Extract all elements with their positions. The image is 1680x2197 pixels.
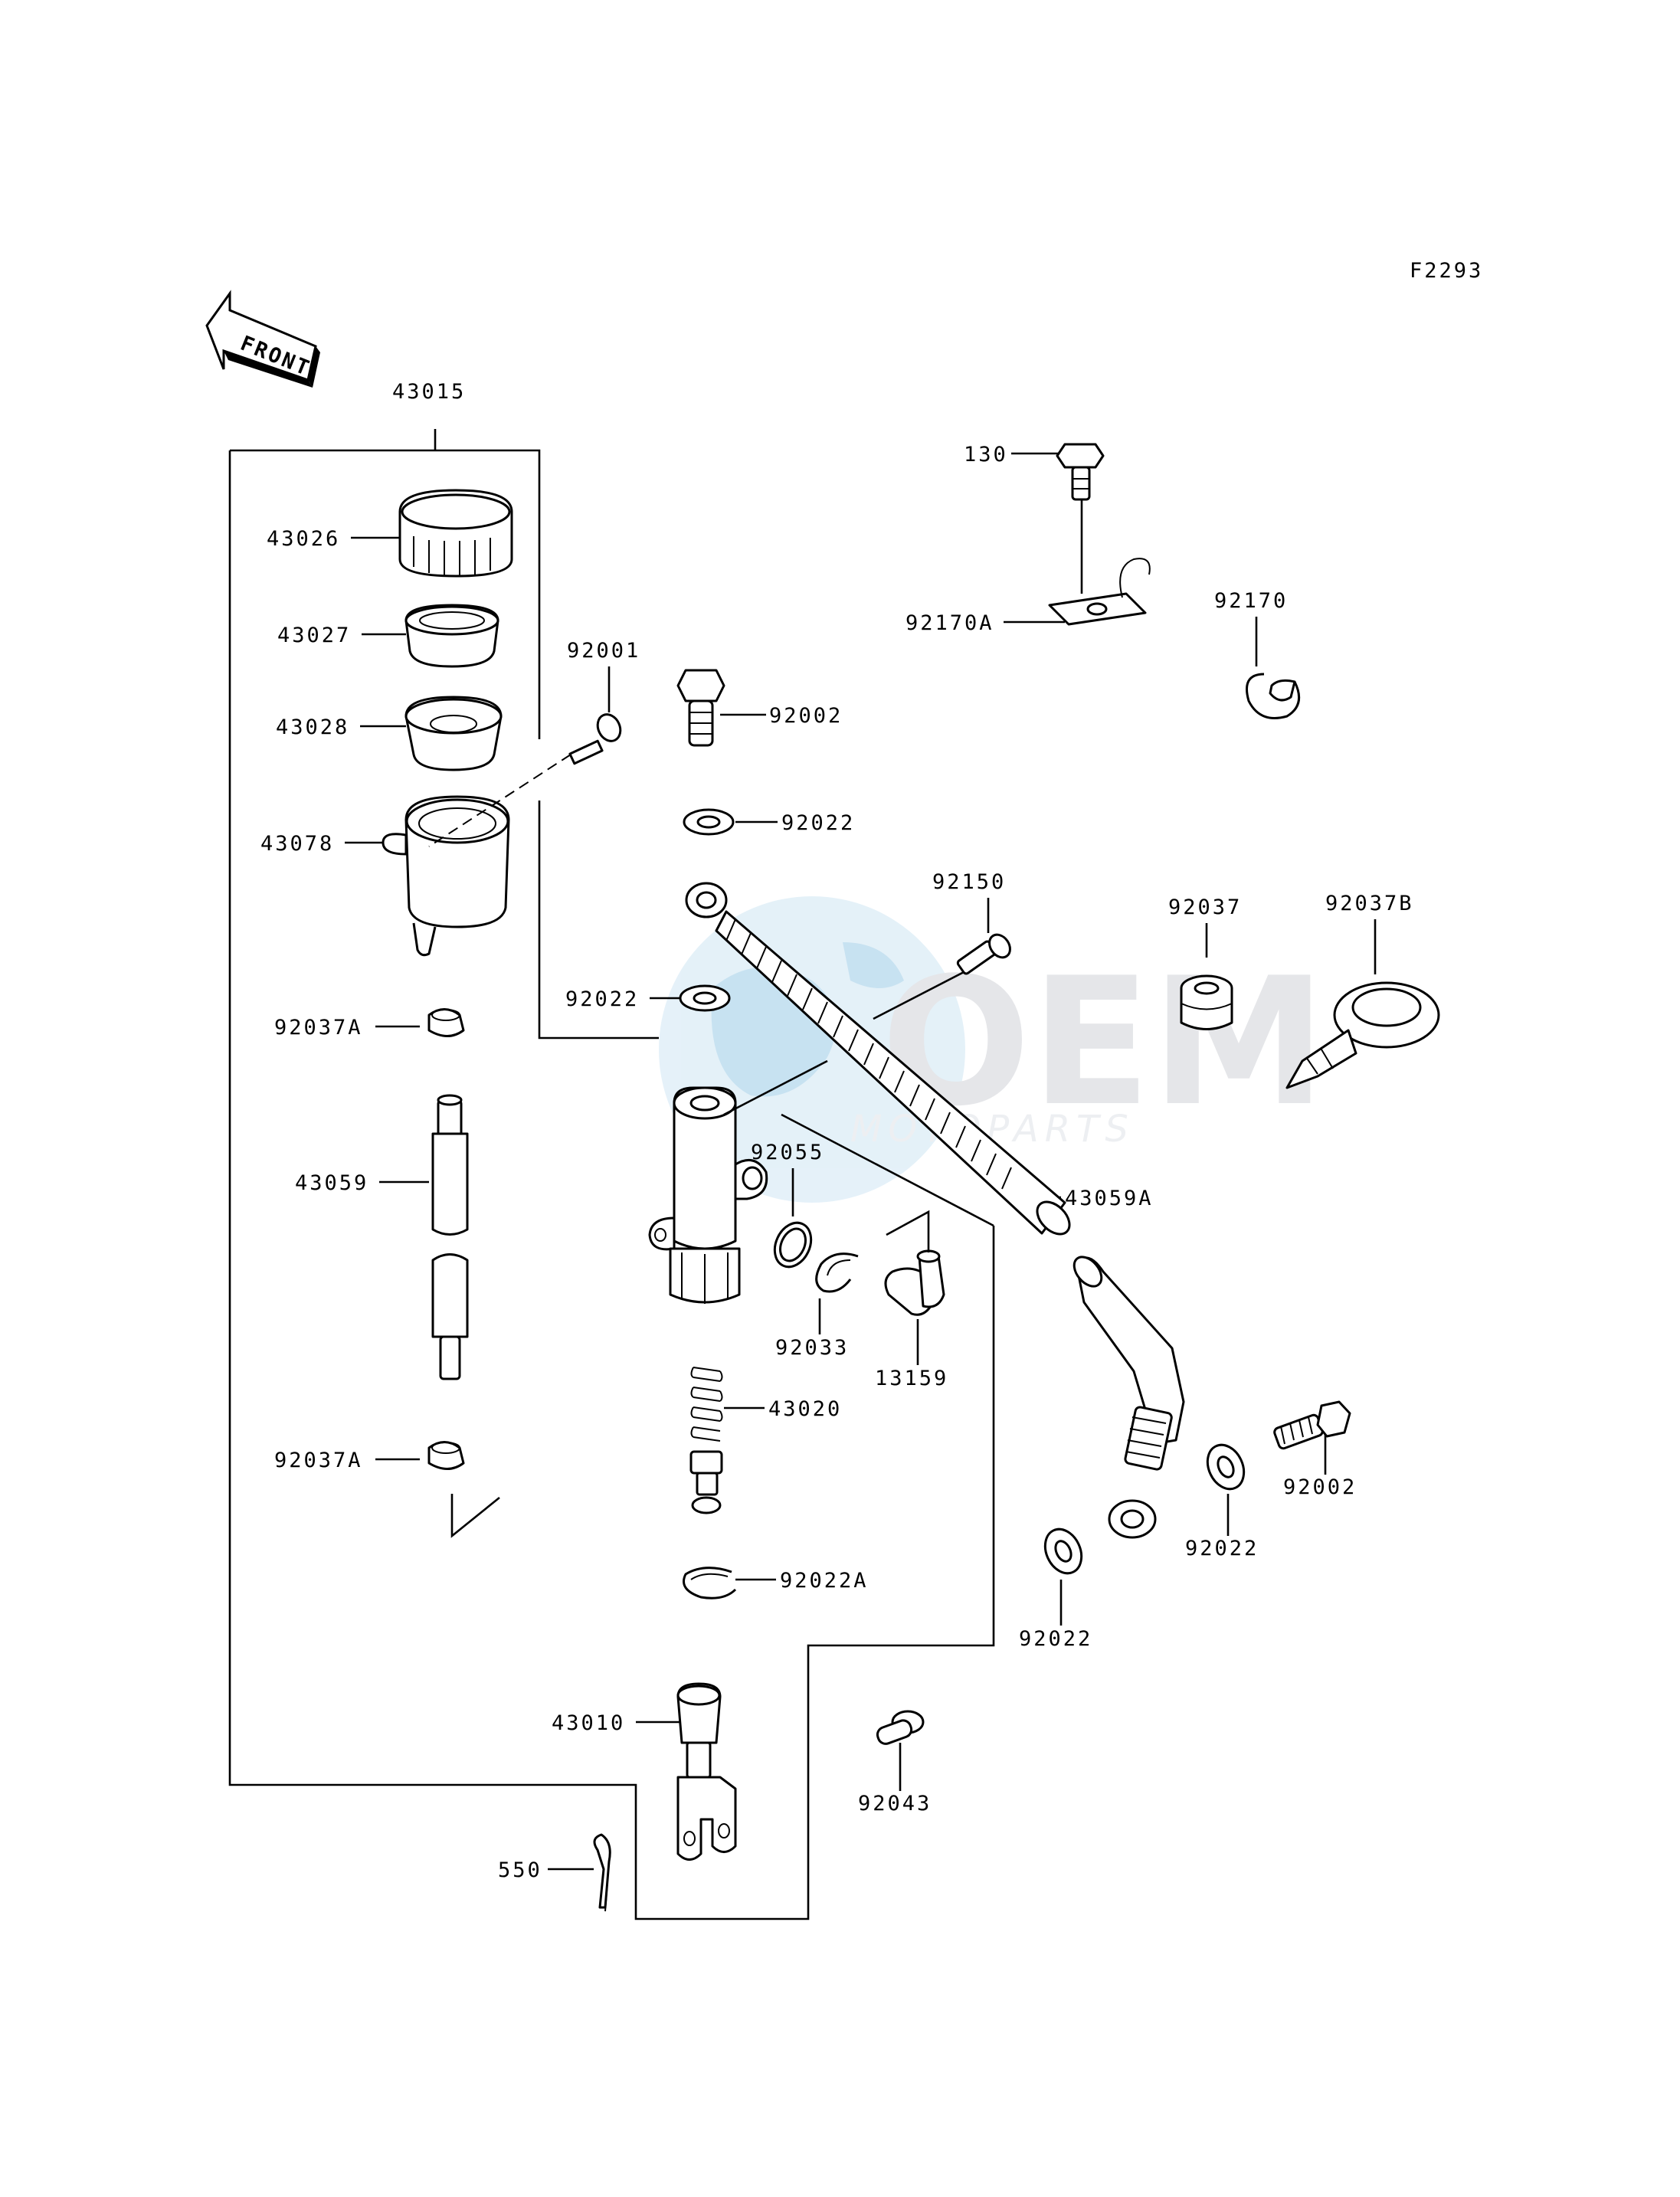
svg-text:43028: 43028	[276, 715, 349, 739]
label-92150: 92150	[932, 870, 1006, 933]
label-43028: 43028	[276, 715, 406, 739]
circlip-icon	[815, 1252, 859, 1293]
label-43015: 43015	[392, 380, 466, 404]
clevis-pin-icon	[876, 1710, 925, 1745]
reservoir-icon	[382, 795, 510, 957]
label-92037A-bottom: 92037A	[274, 1449, 420, 1472]
svg-text:92022: 92022	[781, 811, 855, 835]
label-92002-top: 92002	[720, 704, 843, 728]
label-43026: 43026	[267, 527, 400, 551]
svg-text:92022: 92022	[565, 987, 639, 1011]
svg-text:92033: 92033	[775, 1336, 849, 1360]
elbow-fitting-icon	[884, 1210, 945, 1316]
hose-guide-ring-icon	[1285, 981, 1440, 1089]
watermark-continents-icon	[711, 942, 904, 1097]
label-92022-mid: 92022	[565, 987, 682, 1011]
svg-text:92150: 92150	[932, 870, 1006, 894]
svg-text:43010: 43010	[552, 1711, 625, 1735]
svg-text:43027: 43027	[277, 624, 351, 647]
svg-text:13159: 13159	[875, 1367, 948, 1390]
svg-text:92037: 92037	[1168, 895, 1242, 919]
svg-text:92037B: 92037B	[1325, 892, 1414, 915]
svg-text:43015: 43015	[392, 380, 466, 404]
svg-text:43026: 43026	[267, 527, 340, 551]
washer-bottom-icon	[1043, 1527, 1083, 1575]
svg-text:92001: 92001	[567, 639, 640, 663]
clip-top-icon	[427, 1008, 465, 1037]
svg-text:92002: 92002	[769, 704, 843, 728]
svg-text:43078: 43078	[260, 832, 334, 856]
label-92037: 92037	[1168, 895, 1242, 958]
svg-text:92037A: 92037A	[274, 1016, 363, 1040]
svg-text:43059: 43059	[295, 1171, 368, 1195]
washer-icon	[683, 808, 735, 836]
assembly-bracket-43015	[228, 429, 995, 1920]
washer-mid-icon	[679, 984, 731, 1012]
svg-text:92022: 92022	[1185, 1537, 1259, 1560]
svg-text:130: 130	[964, 443, 1008, 467]
label-92022A: 92022A	[735, 1569, 869, 1593]
label-43059: 43059	[295, 1171, 429, 1195]
brake-hose-icon	[685, 882, 1185, 1539]
label-92170: 92170	[1214, 589, 1288, 666]
label-43078: 43078	[260, 832, 383, 856]
svg-text:92022A: 92022A	[780, 1569, 869, 1593]
label-92043: 92043	[858, 1743, 932, 1816]
label-92037B: 92037B	[1325, 892, 1414, 974]
front-arrow-icon: FRONT	[205, 290, 320, 388]
label-92022-bottom: 92022	[1019, 1580, 1092, 1651]
snap-ring-icon	[683, 1567, 737, 1599]
label-130: 130	[964, 443, 1063, 467]
grommet-icon	[1180, 974, 1233, 1030]
diaphragm-icon	[404, 696, 503, 771]
master-cylinder-body-icon	[648, 1059, 994, 1304]
reservoir-hose-icon	[431, 1094, 469, 1380]
svg-text:92037A: 92037A	[274, 1449, 363, 1472]
label-92022-top: 92022	[735, 811, 855, 835]
label-92001: 92001	[567, 639, 640, 712]
piston-spring-icon	[689, 1367, 723, 1514]
label-92055: 92055	[751, 1141, 824, 1216]
svg-text:92170: 92170	[1214, 589, 1288, 613]
svg-text:92170A: 92170A	[905, 611, 994, 635]
label-92037A-top: 92037A	[274, 1016, 420, 1040]
clamp-bracket-icon	[1048, 558, 1151, 626]
svg-text:43020: 43020	[768, 1397, 842, 1421]
clip-bottom-icon	[427, 1441, 500, 1538]
bolt-icon	[1056, 443, 1105, 594]
svg-text:92055: 92055	[751, 1141, 824, 1164]
svg-text:550: 550	[498, 1858, 542, 1882]
washer-right-icon	[1206, 1443, 1246, 1491]
svg-text:92043: 92043	[858, 1792, 932, 1816]
label-92002-right: 92002	[1283, 1431, 1357, 1499]
label-43010: 43010	[552, 1711, 680, 1735]
label-43020: 43020	[724, 1397, 842, 1421]
push-rod-icon	[676, 1682, 737, 1861]
hose-clip-icon	[1246, 673, 1301, 719]
svg-text:43059A: 43059A	[1065, 1187, 1154, 1210]
label-13159: 13159	[875, 1319, 948, 1390]
figure-code: F2293	[1410, 259, 1483, 283]
cotter-pin-icon	[593, 1833, 611, 1912]
svg-text:92022: 92022	[1019, 1627, 1092, 1651]
label-92170A: 92170A	[905, 611, 1065, 635]
banjo-bolt-right-icon	[1273, 1400, 1351, 1450]
diaphragm-plate-icon	[404, 604, 499, 668]
label-92022-right: 92022	[1185, 1494, 1259, 1560]
label-550: 550	[498, 1858, 594, 1882]
o-ring-icon	[773, 1221, 813, 1269]
reservoir-cap-icon	[398, 489, 513, 578]
small-screw-icon	[956, 933, 1011, 975]
banjo-bolt-icon	[676, 669, 725, 747]
label-92033: 92033	[775, 1298, 849, 1360]
label-43027: 43027	[277, 624, 406, 647]
svg-text:92002: 92002	[1283, 1475, 1357, 1499]
screw-icon	[428, 713, 622, 847]
